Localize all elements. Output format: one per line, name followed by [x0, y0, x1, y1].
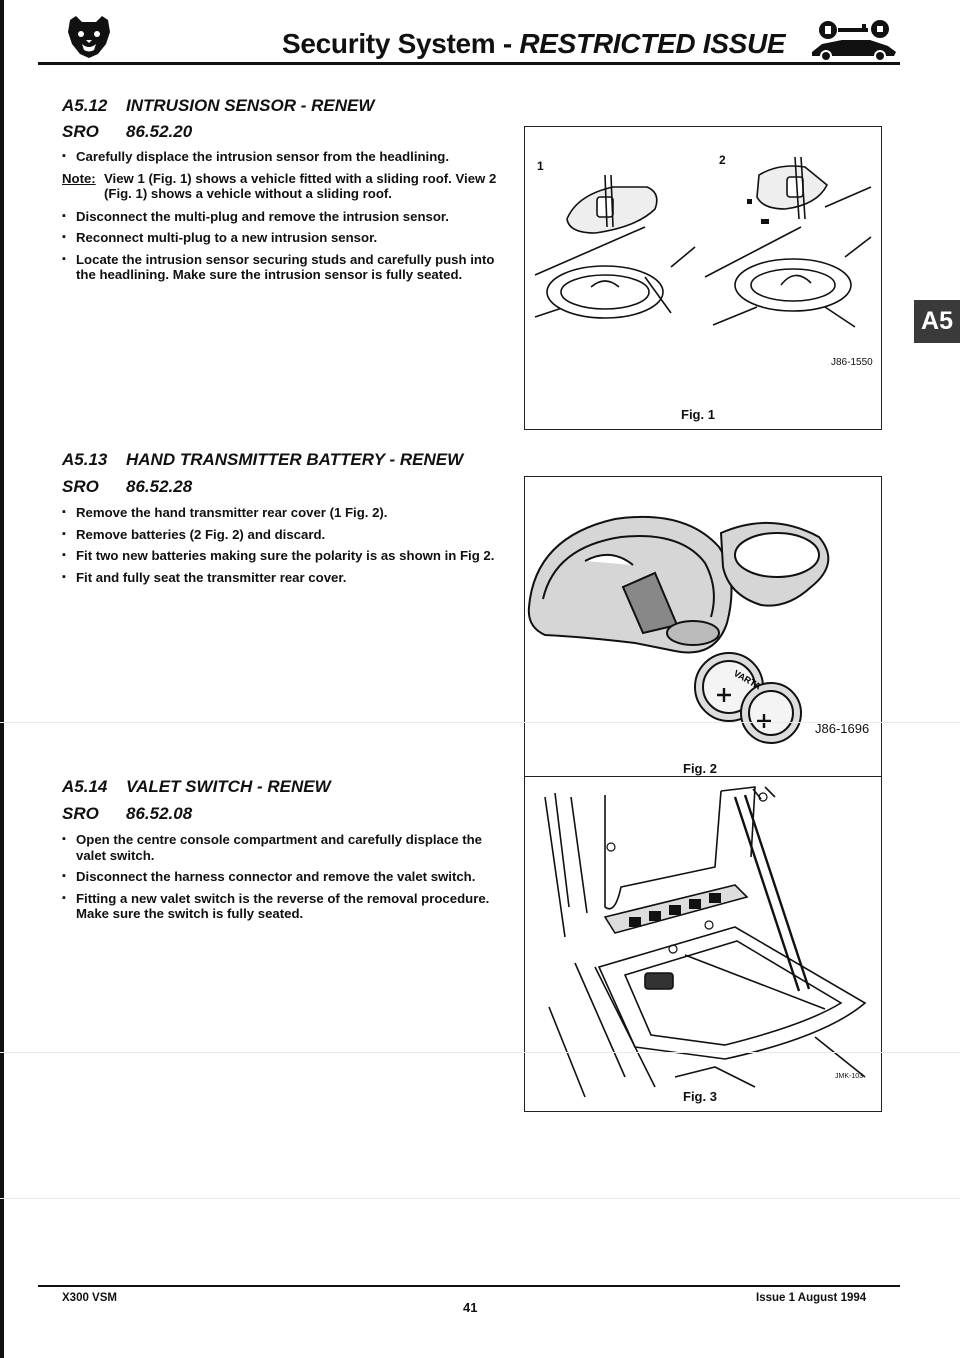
- figure-caption: Fig. 2: [683, 761, 717, 776]
- step-list: Carefully displace the intrusion sensor …: [62, 149, 500, 165]
- page-edge-rule: [0, 0, 4, 1358]
- step-item: Disconnect the multi-plug and remove the…: [62, 209, 500, 225]
- section-body: Open the centre console compartment and …: [62, 832, 500, 928]
- step-list: Remove the hand transmitter rear cover (…: [62, 505, 500, 585]
- step-item: Remove batteries (2 Fig. 2) and discard.: [62, 527, 500, 543]
- car-key-icon: [808, 18, 898, 62]
- figure-3: JMK-103 Fig. 3: [524, 776, 882, 1112]
- figure-2: VARTA J86-1696 Fig. 2: [524, 476, 882, 781]
- figure-reference: JMK-103: [835, 1073, 864, 1080]
- step-item: Reconnect multi-plug to a new intrusion …: [62, 230, 500, 246]
- page-header-title: Security System - RESTRICTED ISSUE: [282, 28, 786, 59]
- divider: [0, 1052, 960, 1053]
- figure-caption: Fig. 3: [683, 1089, 717, 1104]
- note: Note: View 1 (Fig. 1) shows a vehicle fi…: [62, 171, 500, 202]
- figure-1: 1 2 J86-1550 Fig. 1: [524, 126, 882, 430]
- divider: [0, 722, 960, 723]
- step-item: Fit and fully seat the transmitter rear …: [62, 570, 500, 586]
- intrusion-sensor-illustration: [534, 156, 872, 328]
- figure-reference: J86-1696: [815, 721, 870, 736]
- view-label: 1: [537, 159, 544, 173]
- footer-rule: [38, 1285, 900, 1287]
- step-item: Fitting a new valet switch is the revers…: [62, 891, 500, 922]
- hand-transmitter-illustration: VARTA: [527, 515, 830, 744]
- step-item: Carefully displace the intrusion sensor …: [62, 149, 500, 165]
- step-item: Disconnect the harness connector and rem…: [62, 869, 500, 885]
- section-body: Remove the hand transmitter rear cover (…: [62, 505, 500, 591]
- footer-issue: Issue 1 August 1994: [756, 1292, 867, 1304]
- view-label: 2: [719, 153, 726, 167]
- figure-caption: Fig. 1: [681, 407, 715, 422]
- step-item: Fit two new batteries making sure the po…: [62, 548, 500, 564]
- page-number: 41: [463, 1300, 478, 1315]
- section-tab: A5: [914, 300, 960, 343]
- footer-doc-code: X300 VSM: [62, 1292, 117, 1304]
- step-list: Open the centre console compartment and …: [62, 832, 500, 922]
- step-item: Locate the intrusion sensor securing stu…: [62, 252, 500, 283]
- header-rule: [38, 62, 900, 65]
- section-body: Carefully displace the intrusion sensor …: [62, 149, 500, 289]
- note-label: Note:: [62, 170, 96, 186]
- centre-console-illustration: [544, 786, 867, 1098]
- step-item: Open the centre console compartment and …: [62, 832, 500, 863]
- divider: [0, 1198, 960, 1199]
- figure-reference: J86-1550: [831, 357, 873, 368]
- note-text: View 1 (Fig. 1) shows a vehicle fitted w…: [104, 170, 497, 202]
- step-item: Remove the hand transmitter rear cover (…: [62, 505, 500, 521]
- step-list: Disconnect the multi-plug and remove the…: [62, 209, 500, 283]
- jaguar-head-icon: [64, 14, 114, 60]
